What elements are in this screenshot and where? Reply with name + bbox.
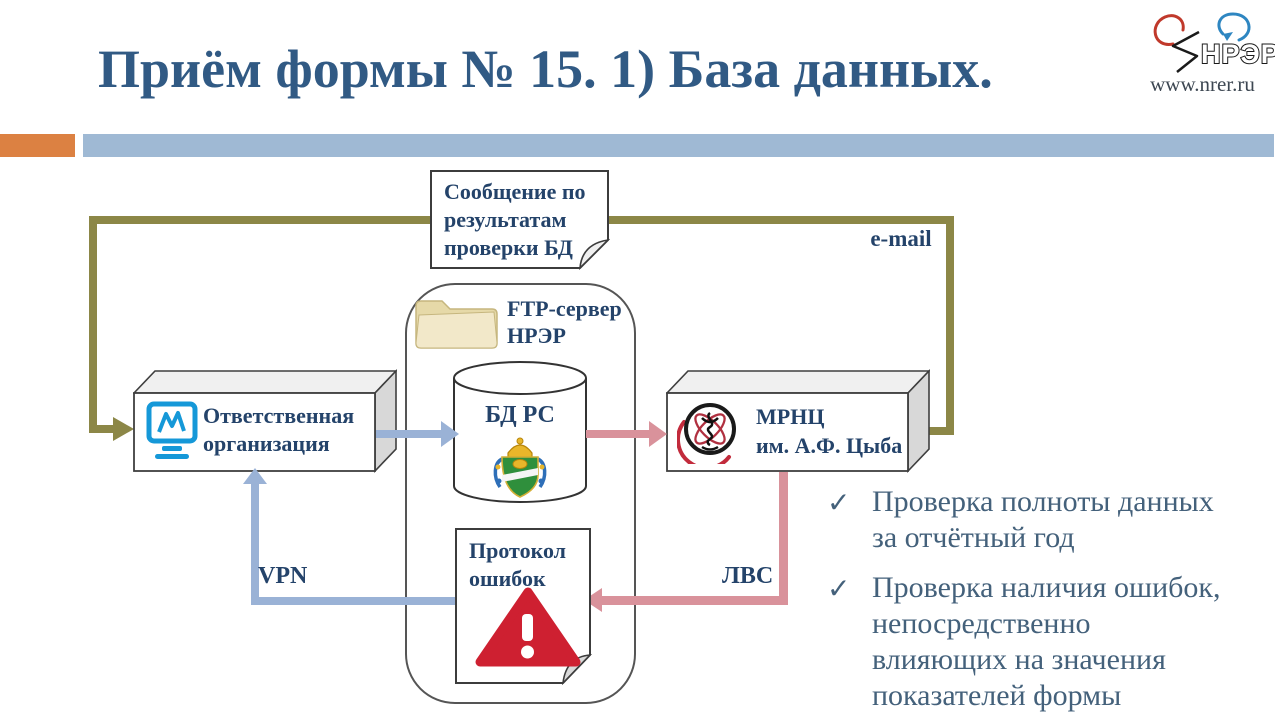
db-to-mrnc-arrow <box>586 430 649 438</box>
checklist-item-2-text: Проверка наличия ошибок, непосредственно… <box>872 571 1221 712</box>
org-to-db-arrowhead-icon <box>441 421 459 447</box>
checklist-item-2: ✓ Проверка наличия ошибок, непосредствен… <box>827 570 1280 714</box>
email-arrowhead-icon <box>113 417 134 441</box>
error-protocol-label: Протокол ошибок <box>469 538 567 591</box>
email-line-right <box>946 216 954 435</box>
mrnc-box-label: МРНЦ им. А.Ф. Цыба <box>756 404 903 458</box>
org-to-db-arrow <box>376 430 441 438</box>
vpn-arrowhead-icon <box>243 468 267 484</box>
ftp-server-label: FTP-сервер НРЭР <box>507 296 622 348</box>
check-icon: ✓ <box>827 488 851 519</box>
org-box-label: Ответственная организация <box>203 403 355 456</box>
mrnc-logo-icon <box>676 398 743 470</box>
checklist-item-1-text: Проверка полноты данных за отчётный год <box>872 485 1214 554</box>
email-label: e-mail <box>870 226 932 251</box>
mrnc-box <box>665 369 931 478</box>
vpn-line-vertical <box>251 483 259 605</box>
nrer-logo-text: НРЭР <box>1201 39 1275 69</box>
lvs-label: ЛВС <box>722 563 774 589</box>
nrer-logo-icon: НРЭР <box>1143 10 1280 79</box>
folder-icon <box>412 292 500 355</box>
vpn-label: VPN <box>258 563 308 589</box>
checklist-item-1: ✓ Проверка полноты данных за отчётный го… <box>827 484 1280 556</box>
email-line-left <box>89 216 97 433</box>
note-document <box>430 170 611 275</box>
lvs-line-horizontal <box>601 596 787 605</box>
page-title: Приём формы № 15. 1) База данных. <box>98 39 993 99</box>
email-line-bottom-left <box>89 425 115 433</box>
db-to-mrnc-arrowhead-icon <box>649 421 667 447</box>
accent-bar-orange <box>0 134 75 157</box>
vpn-line-horizontal <box>251 597 457 605</box>
lvs-line-vertical <box>779 472 788 605</box>
database-label: БД РС <box>485 402 555 428</box>
error-protocol-document <box>455 528 593 690</box>
ftp-server-container <box>405 283 636 704</box>
accent-bar-blue <box>83 134 1274 157</box>
website-url: www.nrer.ru <box>1150 72 1255 96</box>
check-icon: ✓ <box>827 574 851 605</box>
monitor-icon <box>146 401 198 466</box>
coat-of-arms-icon <box>487 437 553 506</box>
note-text: Сообщение по результатам проверки БД <box>444 179 586 260</box>
warning-icon <box>475 587 581 667</box>
